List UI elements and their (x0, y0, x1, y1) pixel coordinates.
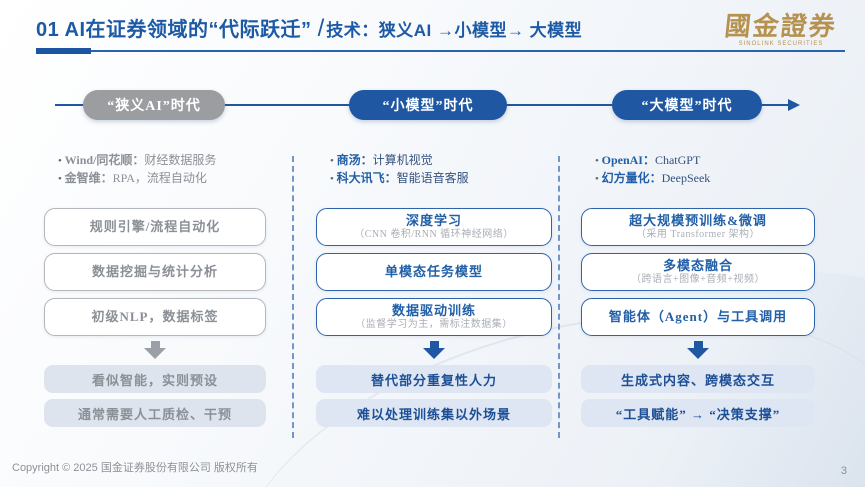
bullet-item: Wind/同花顺：财经数据服务 (58, 152, 266, 170)
result-pills: 看似智能，实则预设 通常需要人工质检、干预 (44, 365, 266, 427)
bullet-desc: DeepSeek (661, 171, 711, 185)
bullet-company: Wind/同花顺： (64, 153, 145, 167)
column-divider (292, 156, 294, 438)
era-pill-narrow-ai: “狭义AI”时代 (83, 90, 225, 120)
example-bullets: 商汤：计算机视觉 科大讯飞：智能语音客服 (330, 152, 552, 188)
era-timeline: “狭义AI”时代 “小模型”时代 “大模型”时代 (0, 88, 865, 122)
box-title: 初级NLP，数据标签 (91, 309, 219, 324)
bullet-desc: 计算机视觉 (372, 153, 433, 167)
box-caption: （监督学习为主，需标注数据集） (355, 319, 513, 330)
page-title: 01 AI在证券领域的“代际跃迁” (36, 19, 312, 41)
bullet-company: 金智维： (64, 171, 113, 185)
result-pill: 通常需要人工质检、干预 (44, 399, 266, 427)
capability-box: 规则引擎/流程自动化 (44, 208, 266, 246)
bullet-company: 科大讯飞： (336, 171, 397, 185)
result-pills: 生成式内容、跨模态交互 “工具赋能” → “决策支撑” (581, 365, 815, 427)
column-small-model: 商汤：计算机视觉 科大讯飞：智能语音客服 深度学习 （CNN 卷积/RNN 循环… (316, 140, 552, 427)
result-pill: 看似智能，实则预设 (44, 365, 266, 393)
column-divider (558, 156, 560, 438)
bullet-item: 商汤：计算机视觉 (330, 152, 552, 170)
box-caption: （CNN 卷积/RNN 循环神经网络） (354, 229, 514, 240)
arrow-down-icon (687, 341, 709, 359)
box-title: 单模态任务模型 (384, 264, 483, 279)
result-pill: 难以处理训练集以外场景 (316, 399, 552, 427)
bullet-item: 科大讯飞：智能语音客服 (330, 170, 552, 188)
box-title: 智能体（Agent）与工具调用 (608, 309, 788, 324)
capability-box: 数据驱动训练 （监督学习为主，需标注数据集） (316, 298, 552, 336)
capability-box: 智能体（Agent）与工具调用 (581, 298, 815, 336)
era-pill-large-model: “大模型”时代 (612, 90, 762, 120)
capability-box: 单模态任务模型 (316, 253, 552, 291)
bullet-desc: 财经数据服务 (144, 153, 217, 167)
bullet-company: 幻方量化： (601, 171, 662, 185)
box-title: 规则引擎/流程自动化 (89, 219, 221, 234)
era-pill-small-model: “小模型”时代 (349, 90, 507, 120)
capability-box: 数据挖掘与统计分析 (44, 253, 266, 291)
box-title: 深度学习 (405, 213, 462, 228)
capability-box: 超大规模预训练&微调 （采用 Transformer 架构） (581, 208, 815, 246)
capability-boxes: 规则引擎/流程自动化 数据挖掘与统计分析 初级NLP，数据标签 (44, 208, 266, 336)
arrow-right-icon (788, 99, 800, 111)
logo-chinese-text: 國金證券 (723, 12, 839, 41)
box-caption: （采用 Transformer 架构） (635, 229, 761, 240)
company-logo: 國金證券 SINOLINK SECURITIES (723, 6, 839, 47)
box-title: 多模态融合 (662, 258, 733, 273)
bullet-desc: ChatGPT (654, 153, 701, 167)
title-underline (36, 48, 845, 54)
bullet-company: 商汤： (336, 153, 373, 167)
column-large-model: OpenAI：ChatGPT 幻方量化：DeepSeek 超大规模预训练&微调 … (581, 140, 815, 427)
bullet-company: OpenAI： (601, 153, 655, 167)
page-subtitle: 技术：狭义AI →小模型→ 大模型 (326, 21, 583, 40)
capability-boxes: 深度学习 （CNN 卷积/RNN 循环神经网络） 单模态任务模型 数据驱动训练 … (316, 208, 552, 336)
logo-english-text: SINOLINK SECURITIES (738, 41, 824, 47)
box-title: 数据驱动训练 (391, 303, 476, 318)
capability-box: 初级NLP，数据标签 (44, 298, 266, 336)
example-bullets: OpenAI：ChatGPT 幻方量化：DeepSeek (595, 152, 815, 188)
bullet-desc: 智能语音客服 (396, 171, 469, 185)
result-pill: 生成式内容、跨模态交互 (581, 365, 815, 393)
title-underline-line (91, 50, 845, 52)
capability-box: 深度学习 （CNN 卷积/RNN 循环神经网络） (316, 208, 552, 246)
box-title: 数据挖掘与统计分析 (91, 264, 218, 279)
title-slash: / (317, 15, 325, 42)
result-pills: 替代部分重复性人力 难以处理训练集以外场景 (316, 365, 552, 427)
capability-box: 多模态融合 （跨语言+图像+音频+视频） (581, 253, 815, 291)
era-label: “小模型”时代 (382, 99, 474, 114)
page-number: 3 (840, 465, 847, 477)
bullet-item: 金智维：RPA，流程自动化 (58, 170, 266, 188)
example-bullets: Wind/同花顺：财经数据服务 金智维：RPA，流程自动化 (58, 152, 266, 188)
column-narrow-ai: Wind/同花顺：财经数据服务 金智维：RPA，流程自动化 规则引擎/流程自动化… (44, 140, 266, 427)
bullet-item: OpenAI：ChatGPT (595, 152, 815, 170)
result-pill: 替代部分重复性人力 (316, 365, 552, 393)
header: 01 AI在证券领域的“代际跃迁” / 技术：狭义AI →小模型→ 大模型 (36, 13, 715, 43)
result-pill: “工具赋能” → “决策支撑” (581, 399, 815, 427)
box-caption: （跨语言+图像+音频+视频） (631, 274, 765, 285)
copyright-text: Copyright © 2025 国金证券股份有限公司 版权所有 (12, 462, 258, 474)
bullet-desc: RPA，流程自动化 (112, 171, 207, 185)
box-title: 超大规模预训练&微调 (629, 213, 767, 228)
capability-boxes: 超大规模预训练&微调 （采用 Transformer 架构） 多模态融合 （跨语… (581, 208, 815, 336)
bullet-item: 幻方量化：DeepSeek (595, 170, 815, 188)
arrow-down-icon (423, 341, 445, 359)
title-underline-accent (36, 48, 91, 54)
era-label: “狭义AI”时代 (107, 99, 201, 114)
era-label: “大模型”时代 (641, 99, 733, 114)
arrow-down-icon (144, 341, 166, 359)
